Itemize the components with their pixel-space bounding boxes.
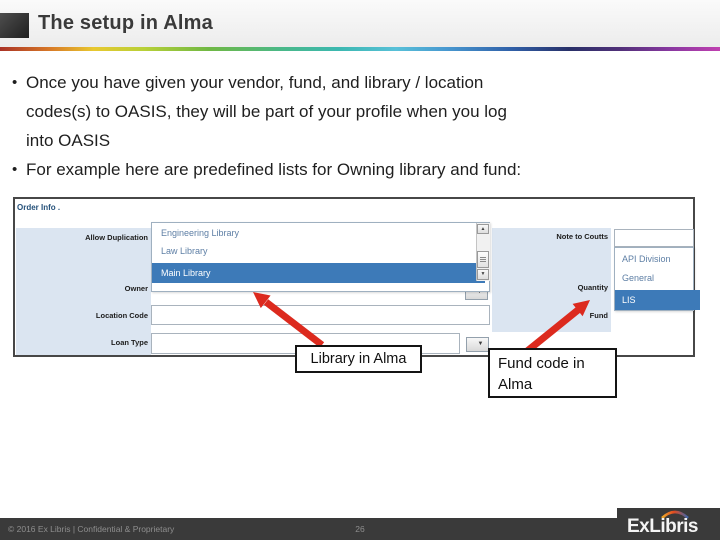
bullet-line: Once you have given your vendor, fund, a…	[26, 73, 484, 92]
bullet-item: • For example here are predefined lists …	[12, 155, 672, 184]
bullet-text: For example here are predefined lists fo…	[26, 155, 672, 184]
alma-order-info-screenshot: Order Info . Allow Duplication Owner Loc…	[13, 197, 700, 357]
copyright-text: © 2016 Ex Libris | Confidential & Propri…	[8, 524, 175, 534]
exlibris-logo-text: ExLibris	[627, 516, 698, 537]
dropdown-option-api-division[interactable]: API Division	[622, 254, 671, 264]
footer-bar	[0, 518, 720, 540]
loan-type-label: Loan Type	[111, 338, 148, 347]
bullet-item: • Once you have given your vendor, fund,…	[12, 68, 672, 155]
bullet-dot: •	[12, 161, 18, 178]
grip-icon	[480, 257, 486, 263]
loan-type-dropdown-button[interactable]: ▼	[466, 337, 489, 352]
note-to-coutts-input[interactable]	[614, 229, 694, 247]
scroll-down-icon[interactable]: ▼	[477, 269, 489, 280]
bullet-list: • Once you have given your vendor, fund,…	[12, 68, 672, 184]
owner-label: Owner	[124, 284, 148, 293]
exlibris-arc-icon	[661, 510, 689, 519]
location-code-label: Location Code	[95, 311, 148, 320]
dropdown-option-lis-selected[interactable]: LIS	[615, 290, 700, 310]
dropdown-option-main-library-selected[interactable]: Main Library	[152, 263, 485, 283]
bullet-line: For example here are predefined lists fo…	[26, 160, 522, 179]
scrollbar-thumb[interactable]	[477, 251, 489, 268]
dropdown-option-general[interactable]: General	[622, 273, 655, 283]
fund-label: Fund	[589, 311, 608, 320]
owning-library-dropdown: Engineering Library Law Library Main Lib…	[151, 222, 490, 292]
bullet-line: codes(s) to OASIS, they will be part of …	[26, 102, 507, 121]
bullet-text: Once you have given your vendor, fund, a…	[26, 68, 672, 155]
page-number: 26	[355, 524, 365, 534]
library-callout: Library in Alma	[295, 345, 422, 373]
location-code-input[interactable]	[151, 305, 490, 325]
order-info-tab: Order Info .	[17, 203, 61, 212]
dropdown-option-law-library[interactable]: Law Library	[161, 246, 208, 256]
exlibris-logo: ExLibris	[617, 508, 720, 540]
dropdown-option-engineering-library[interactable]: Engineering Library	[161, 228, 240, 238]
allow-duplication-label: Allow Duplication	[85, 233, 148, 242]
note-to-coutts-label: Note to Coutts	[556, 232, 608, 241]
scroll-up-icon[interactable]: ▲	[477, 224, 489, 234]
rainbow-divider	[0, 47, 720, 51]
bullet-line: into OASIS	[26, 131, 111, 150]
fund-dropdown: API Division General LIS	[614, 247, 700, 311]
bullet-dot: •	[12, 74, 18, 91]
fund-callout: Fund code in Alma	[488, 348, 617, 398]
dropdown-scrollbar[interactable]: ▲ ▼	[476, 223, 490, 281]
left-field-panel	[16, 228, 151, 355]
page-title: The setup in Alma	[38, 12, 213, 34]
chevron-down-icon: ▼	[476, 289, 483, 295]
title-square-icon	[0, 13, 29, 38]
chevron-down-icon: ▼	[477, 341, 484, 347]
quantity-label: Quantity	[577, 283, 608, 292]
header-band	[0, 0, 720, 47]
